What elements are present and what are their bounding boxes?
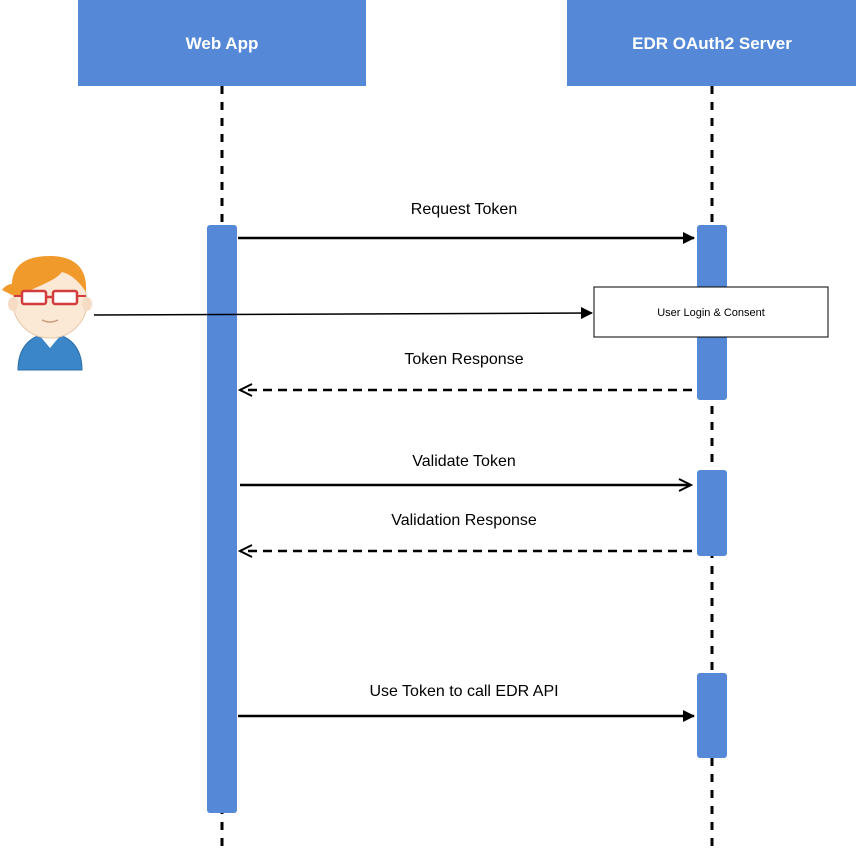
message-validation-response: Validation Response [391,512,537,529]
activation-server-3 [697,673,727,758]
participant-web-app[interactable]: Web App [78,0,366,86]
user-avatar-icon [2,256,92,371]
participant-edr-oauth2-server[interactable]: EDR OAuth2 Server [567,0,856,86]
participant-server-label: EDR OAuth2 Server [632,34,792,53]
note-label: User Login & Consent [657,307,765,319]
message-token-response: Token Response [404,351,523,368]
message-validate-token: Validate Token [412,453,515,470]
message-use-token: Use Token to call EDR API [369,683,558,700]
participant-web-app-label: Web App [186,34,259,53]
arrow-user-login [93,307,593,320]
activation-server-2 [697,470,727,556]
message-request-token: Request Token [411,201,517,218]
note-user-login-consent: User Login & Consent [593,286,829,338]
activation-web-app [207,225,237,813]
